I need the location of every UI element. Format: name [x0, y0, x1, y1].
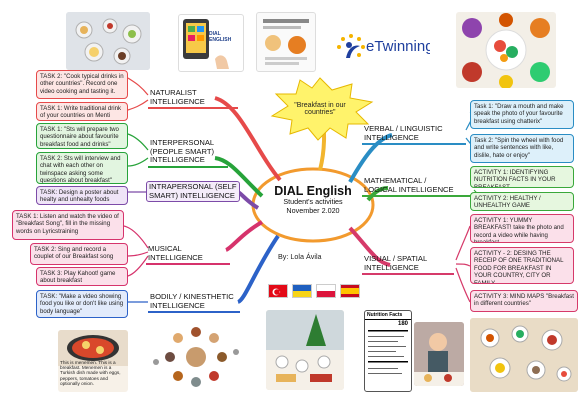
- musical-link: [225, 220, 264, 252]
- breakfast-table-photo: [66, 12, 150, 70]
- breakfast-spread-photo: [470, 318, 578, 392]
- naturalist-task-2: TASK 2: "Cook typical drinks in other co…: [36, 70, 128, 99]
- bodily-link: [236, 234, 280, 304]
- etwinning-logo-text: eTwinning: [366, 38, 430, 55]
- author-label: By: Lola Ávila: [278, 252, 322, 261]
- musical-task-1: TASK 1: Listen and watch the video of "B…: [12, 210, 124, 240]
- recipe-sheet-image: [256, 12, 316, 72]
- menemen-caption: This is menemen. This is a breakfast. Me…: [60, 360, 121, 386]
- central-title: DIAL English: [274, 184, 352, 198]
- nutrition-facts-label: Nutrition Facts 180: [364, 310, 412, 392]
- naturalist-task-1: TASK 1: Write traditional drink of your …: [36, 102, 128, 121]
- central-subtitle: Student's activities November 2.020: [283, 197, 343, 215]
- visual-activity-1: ACTIVITY 1: YUMMY BREAKFAST! take the ph…: [470, 214, 574, 243]
- verbal-link: [348, 133, 393, 183]
- mathematical-activity-2: ACTIVITY 2: HEALTHY / UNHEALTHY GAME: [470, 192, 574, 211]
- visual-branch: VISUAL / SPATIAL INTELLIGENCE: [362, 254, 454, 276]
- bodily-branch: BODILY / KINESTHETIC INTELLIGENCE: [148, 292, 240, 314]
- naturalist-branch: NATURALIST INTELLIGENCE: [148, 88, 238, 110]
- interpersonal-task-1: TASK 1: "Sts will prepare two questionna…: [36, 123, 128, 149]
- visual-link: [348, 226, 391, 267]
- verbal-branch: VERBAL / LINGUISTIC INTELLIGENCE: [362, 124, 466, 146]
- interpersonal-link: [214, 156, 264, 198]
- dial-english-book-cover: DIAL ENGLISH: [178, 14, 244, 72]
- menemen-photo: This is menemen. This is a breakfast. Me…: [58, 330, 128, 392]
- verbal-task-2: Task 2: "Spin the wheel with food and wr…: [470, 134, 574, 163]
- kids-breakfast-photo: [414, 322, 464, 386]
- turkey-flag-icon: [268, 284, 288, 298]
- nutrition-label-value: 180: [397, 321, 408, 327]
- visual-activity-3: ACTIVITY 3: MIND MAPS "Breakfast in diff…: [470, 290, 578, 312]
- healthy-food-photo: [456, 12, 556, 88]
- nutrition-label-title: Nutrition Facts: [365, 311, 411, 320]
- food-circle-infographic: [150, 322, 242, 392]
- interpersonal-task-2: TASK 2: Sts will interview and chat with…: [36, 152, 128, 184]
- spain-flag-icon: [340, 284, 360, 298]
- etwinning-logo: eTwinning: [334, 30, 430, 64]
- callout-text: "Breakfast in our countries": [294, 102, 346, 116]
- breakfast-buffet-photo: [266, 310, 344, 390]
- mathematical-link: [366, 186, 389, 202]
- musical-task-3: TASK 3: Play Kahoot! game about breakfas…: [36, 267, 128, 286]
- naturalist-link: [214, 96, 282, 182]
- mathematical-branch: MATHEMATICAL / LOGICAL INTELLIGENCE: [362, 176, 472, 198]
- verbal-task-1: Task 1: "Draw a mouth and make speak the…: [470, 100, 574, 129]
- musical-task-2: TASK 2: Sing and record a couplet of our…: [30, 243, 128, 265]
- central-topic: DIAL English Student's activities Novemb…: [266, 184, 360, 215]
- ukraine-flag-icon: [292, 284, 312, 298]
- intrapersonal-task: TASK: Design a poster about healty and u…: [36, 186, 128, 205]
- bodily-task: TASK: "Make a video showing food you lik…: [36, 290, 128, 318]
- callout-starburst: [270, 77, 374, 141]
- mathematical-activity-1: ACTIVITY 1: IDENTIFYING NUTRITION FACTS …: [470, 166, 574, 188]
- intrapersonal-branch: INTRAPERSONAL (SELF SMART) INTELLIGENCE: [146, 181, 240, 203]
- visual-activity-2: ACTIVITY - 2: DESING THE RECEIP OF ONE T…: [470, 247, 574, 284]
- dial-english-cover-title: DIAL ENGLISH: [209, 31, 232, 43]
- interpersonal-branch: INTERPERSONAL (PEOPLE SMART) INTELLIGENC…: [148, 138, 228, 169]
- musical-branch: MUSICAL INTELLIGENCE: [146, 244, 230, 266]
- poland-flag-icon: [316, 284, 336, 298]
